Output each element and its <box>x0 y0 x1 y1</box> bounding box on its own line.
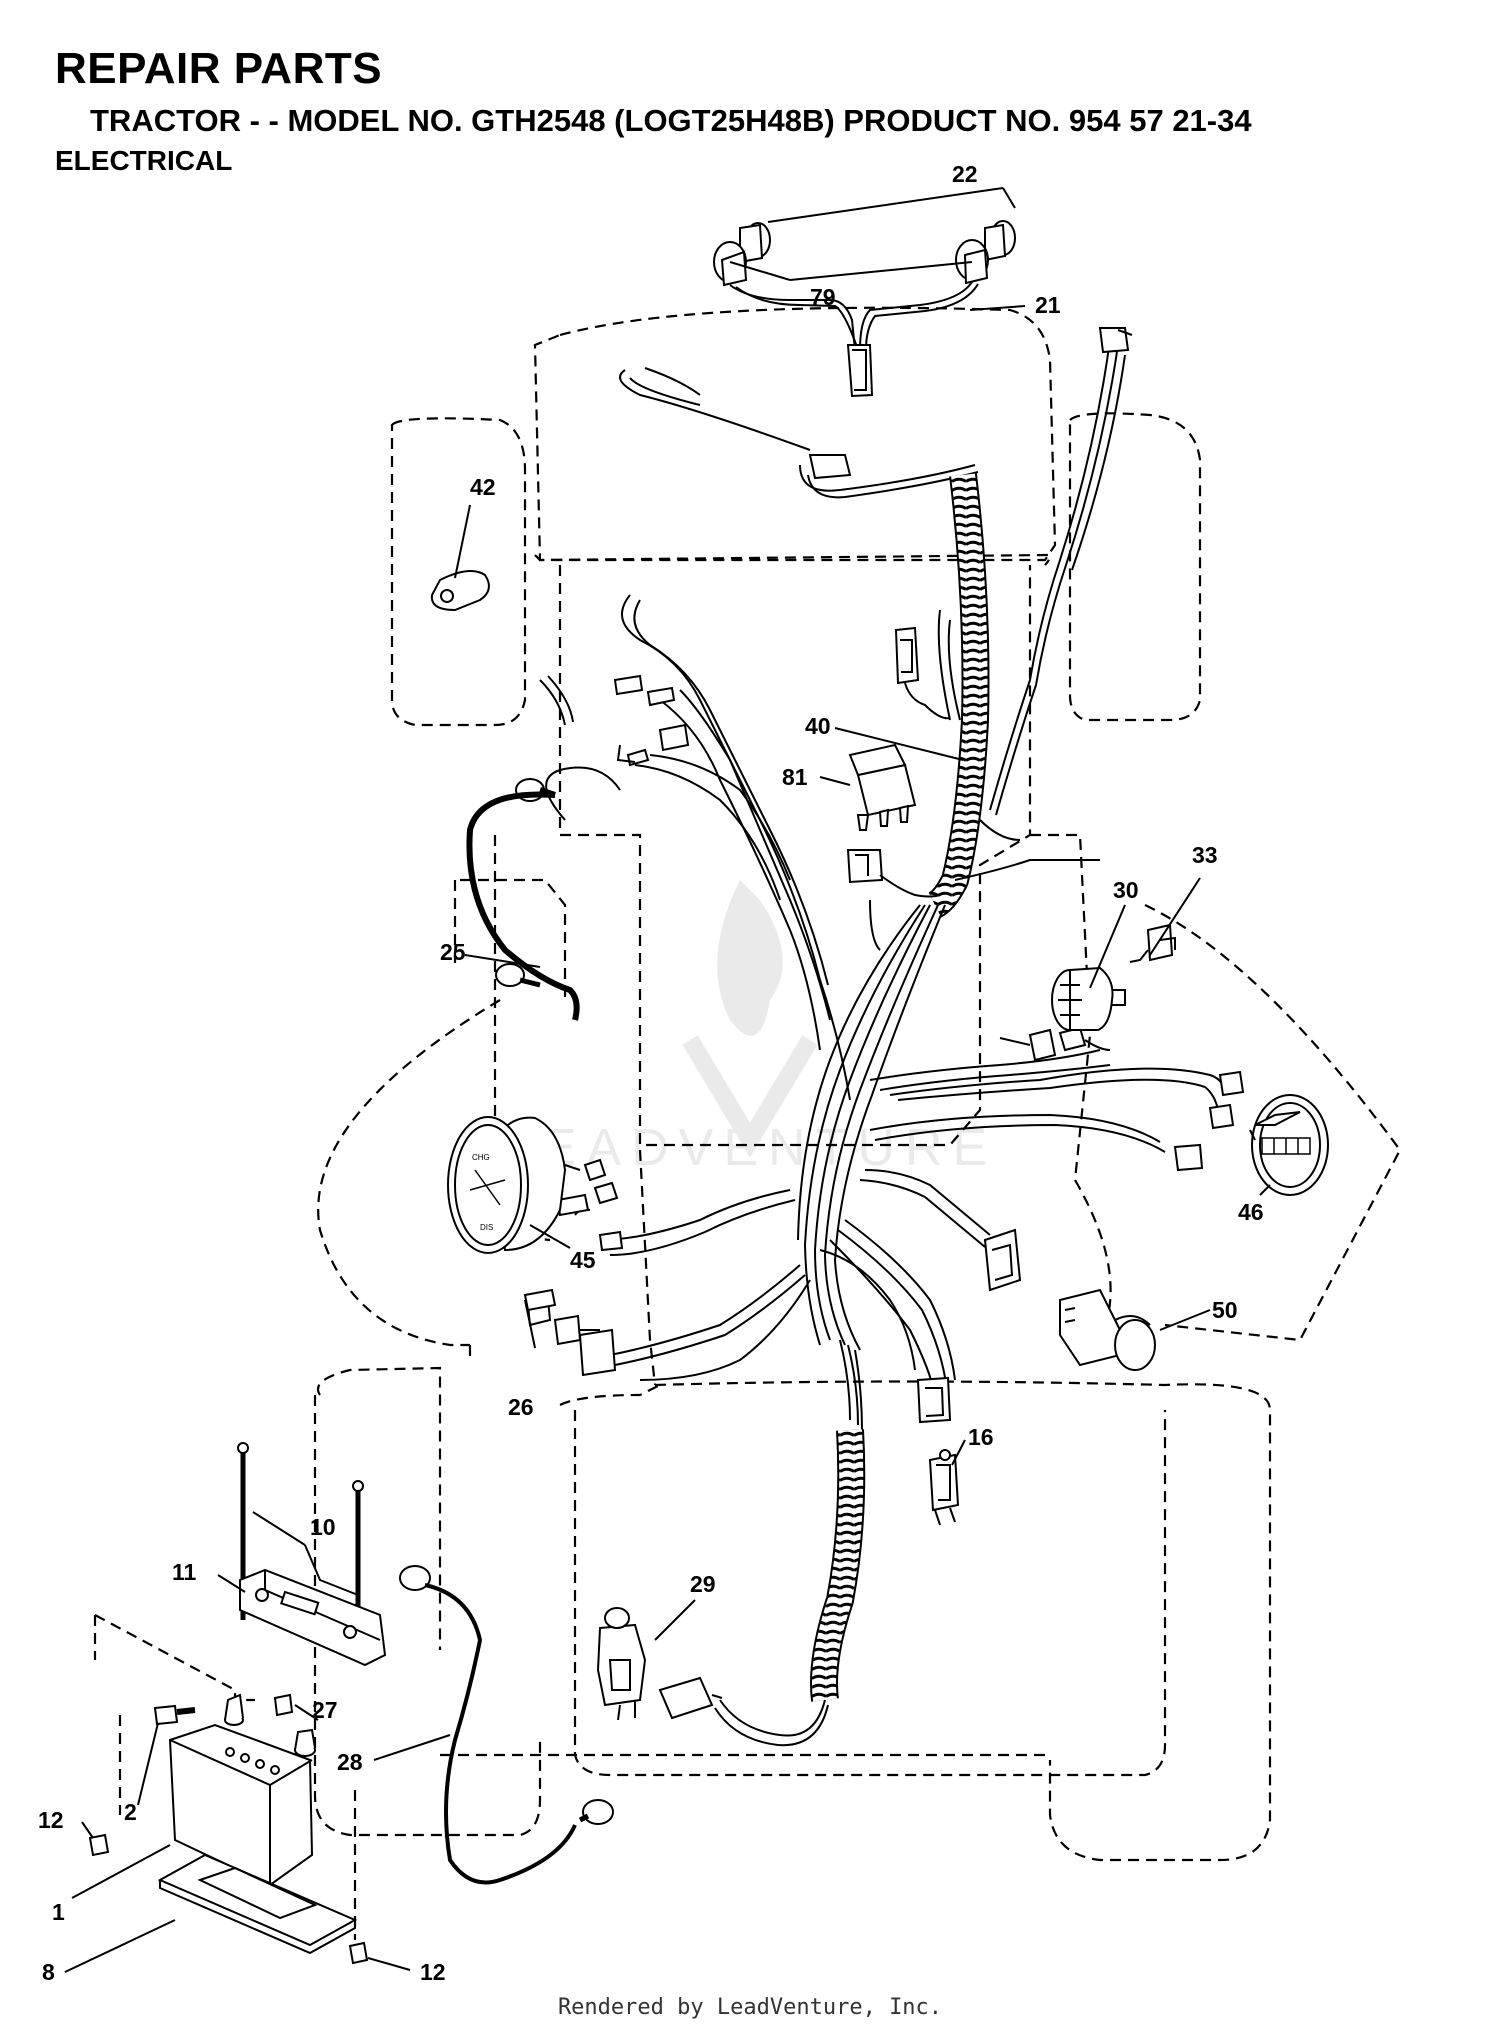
watermark-text: LEADVENTURE <box>503 1119 997 1177</box>
callout-21: 21 <box>1035 292 1061 318</box>
harness-coil-lower <box>812 1429 864 1702</box>
part-10-11-hold-down <box>237 1442 387 1667</box>
callout-42: 42 <box>470 474 496 500</box>
callout-16: 16 <box>968 1424 994 1450</box>
section-title: ELECTRICAL <box>55 145 233 176</box>
wire-harness <box>545 339 1226 1431</box>
part-1-battery <box>168 1693 316 1887</box>
watermark: LEADVENTURE <box>503 880 997 1177</box>
callout-45: 45 <box>570 1247 596 1273</box>
tractor-outline <box>93 306 1402 1940</box>
callout-33: 33 <box>1192 842 1218 868</box>
callout-46: 46 <box>1238 1199 1264 1225</box>
harness-connectors <box>526 327 1245 1424</box>
callout-81: 81 <box>782 764 808 790</box>
callout-29: 29 <box>690 1571 716 1597</box>
part-81-relay <box>848 743 917 831</box>
callout-8: 8 <box>42 1959 55 1985</box>
footer-credit: Rendered by LeadVenture, Inc. <box>557 1995 943 2020</box>
part-45-gauge: CHG DIS <box>447 1116 619 1254</box>
callout-12-left: 12 <box>38 1807 64 1833</box>
leader-lines <box>64 187 1271 1973</box>
coil-tail-wire-2 <box>714 1704 829 1747</box>
model-subtitle: TRACTOR - - MODEL NO. GTH2548 (LOGT25H48… <box>90 103 1252 138</box>
svg-text:CHG: CHG <box>472 1153 490 1162</box>
callout-50: 50 <box>1212 1297 1238 1323</box>
part-25-ground-cable <box>466 675 580 1021</box>
light-harness <box>713 220 1016 398</box>
part-16-connector <box>928 1449 960 1526</box>
page-title: REPAIR PARTS <box>55 44 383 93</box>
callout-26: 26 <box>508 1394 534 1420</box>
part-28-battery-cable <box>399 1565 614 1885</box>
part-30-ignition-switch <box>1051 966 1126 1031</box>
callout-30: 30 <box>1113 877 1139 903</box>
part-29-solenoid <box>596 1607 723 1721</box>
part-42-clamp <box>430 570 490 612</box>
callout-27: 27 <box>312 1697 338 1723</box>
callout-40: 40 <box>805 713 831 739</box>
callout-1: 1 <box>52 1899 65 1925</box>
part-12-clips <box>88 1833 369 1965</box>
callout-79: 79 <box>810 284 836 310</box>
callout-10: 10 <box>310 1514 336 1540</box>
callout-28: 28 <box>337 1749 363 1775</box>
svg-text:DIS: DIS <box>480 1223 493 1232</box>
part-33-key <box>1129 923 1176 963</box>
harness-coil-upper <box>928 473 988 916</box>
callout-2: 2 <box>124 1799 137 1825</box>
part-46-hour-meter <box>1249 1094 1329 1196</box>
callout-22: 22 <box>952 161 978 187</box>
part-50-pto-switch <box>1059 1288 1156 1371</box>
coil-tail-wire <box>719 1699 826 1737</box>
part-2-27-terminal-hardware <box>153 1693 294 1726</box>
callout-11: 11 <box>172 1559 197 1585</box>
callout-12-right: 12 <box>420 1959 446 1985</box>
callout-25: 25 <box>440 939 466 965</box>
part-8-battery-tray <box>157 1853 358 1955</box>
